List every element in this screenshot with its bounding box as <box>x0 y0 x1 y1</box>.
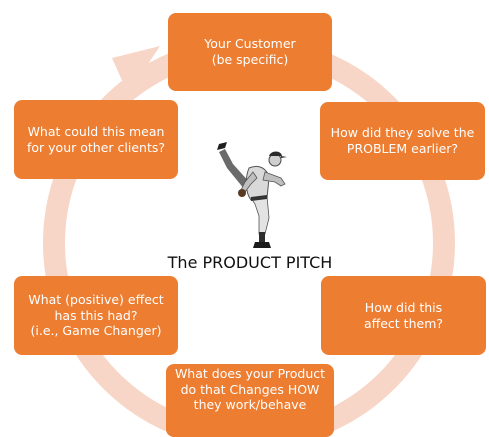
step-product-changes: What does your Product do that Changes H… <box>166 364 334 437</box>
step-your-customer: Your Customer (be specific) <box>168 13 332 91</box>
step-positive-effect: What (positive) effect has this had? (i.… <box>14 276 178 355</box>
diagram-title: The PRODUCT PITCH <box>167 253 333 272</box>
step-solve-problem: How did they solve the PROBLEM earlier? <box>320 102 485 180</box>
cycle-arrowhead <box>112 46 160 94</box>
step-other-clients: What could this mean for your other clie… <box>14 100 178 179</box>
baseball-pitcher-icon <box>217 142 287 248</box>
step-affect-them: How did this affect them? <box>321 276 486 355</box>
